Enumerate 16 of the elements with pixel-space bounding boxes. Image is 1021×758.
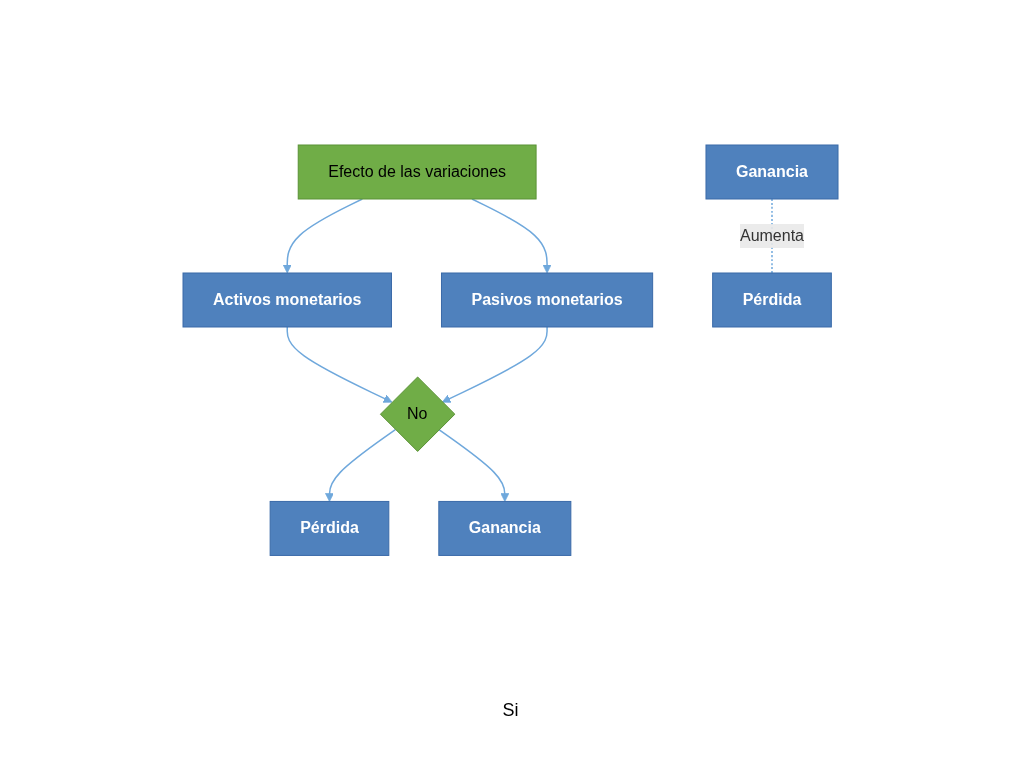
arrow <box>471 198 552 274</box>
edge-label: Aumenta <box>739 226 804 244</box>
node-diamond: No <box>379 376 456 452</box>
arrow <box>286 326 393 403</box>
node-box: Pasivos monetarios <box>440 272 654 328</box>
node-box: Activos monetarios <box>182 272 392 328</box>
node-box: Pérdida <box>269 500 390 556</box>
node-box: Efecto de las variaciones <box>297 144 537 200</box>
node-box: Ganancia <box>438 500 572 556</box>
node-box: Ganancia <box>705 144 839 200</box>
arrow <box>282 198 364 274</box>
arrow <box>438 428 510 502</box>
arrow <box>441 326 548 403</box>
arrow <box>325 428 397 502</box>
note-text: Si <box>502 700 519 720</box>
node-box: Pérdida <box>712 272 832 328</box>
